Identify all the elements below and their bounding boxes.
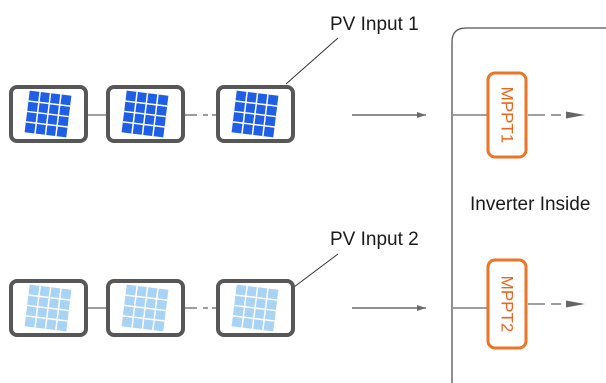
pv-panel	[106, 85, 185, 143]
inverter-enclosure	[451, 27, 606, 383]
pv-panel	[216, 279, 295, 337]
mppt-1-label: MPPT1	[498, 87, 517, 144]
pv-input-1-label: PV Input 1	[330, 14, 419, 35]
pv-panel	[106, 279, 185, 337]
pv-input-2-leader-line	[289, 253, 339, 291]
pv-panel	[9, 279, 88, 337]
mppt-2-output-arrow	[528, 300, 585, 308]
pv-panel	[216, 85, 295, 143]
pv-input-1-leader-line	[285, 37, 339, 85]
mppt-2-box	[486, 258, 528, 350]
mppt-2-label: MPPT2	[498, 276, 517, 333]
pv-panel	[9, 85, 88, 143]
inverter-label: Inverter Inside	[470, 194, 590, 215]
mppt-1-output-arrow	[528, 111, 585, 119]
mppt-1-box	[486, 71, 528, 159]
pv-input-2-label: PV Input 2	[330, 229, 419, 250]
